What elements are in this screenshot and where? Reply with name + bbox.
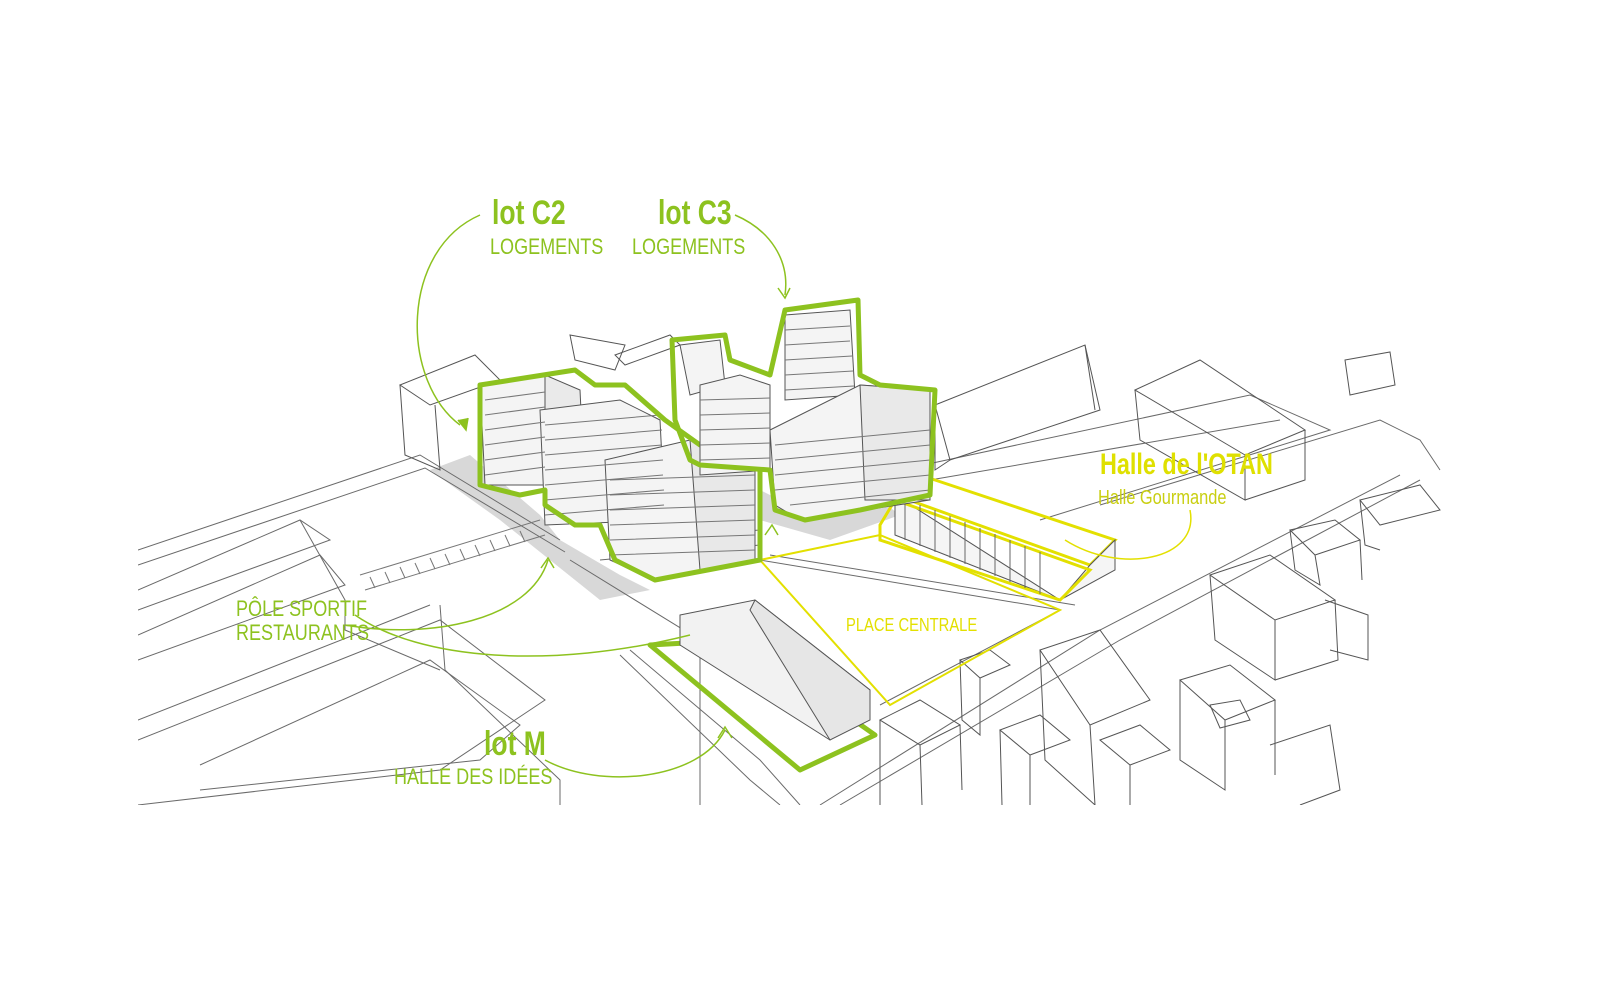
lot-c3-buildings: [669, 297, 938, 523]
place-centrale-outline: [758, 533, 1063, 707]
lot-m-building: [647, 599, 878, 773]
lot-m-title: lot M: [484, 725, 546, 763]
lot-c3-subtitle: LOGEMENTS: [632, 234, 746, 259]
annotation-arrows: [344, 214, 1192, 778]
lot-m-subtitle: HALLE DES IDÉES: [394, 764, 553, 789]
context-buildings: [398, 334, 1441, 805]
restaurants-label: RESTAURANTS: [236, 620, 369, 645]
pole-sportif-label: PÔLE SPORTIF: [236, 596, 367, 621]
place-centrale-label: PLACE CENTRALE: [846, 615, 978, 635]
halle-otan-subtitle: Halle Gourmande: [1098, 487, 1227, 509]
crosswalk: [359, 519, 546, 591]
halle-otan-title: Halle de l'OTAN: [1100, 448, 1273, 481]
lot-c3-title: lot C3: [658, 194, 732, 232]
lot-c2-title: lot C2: [492, 194, 566, 232]
lot-c2-subtitle: LOGEMENTS: [490, 234, 604, 259]
